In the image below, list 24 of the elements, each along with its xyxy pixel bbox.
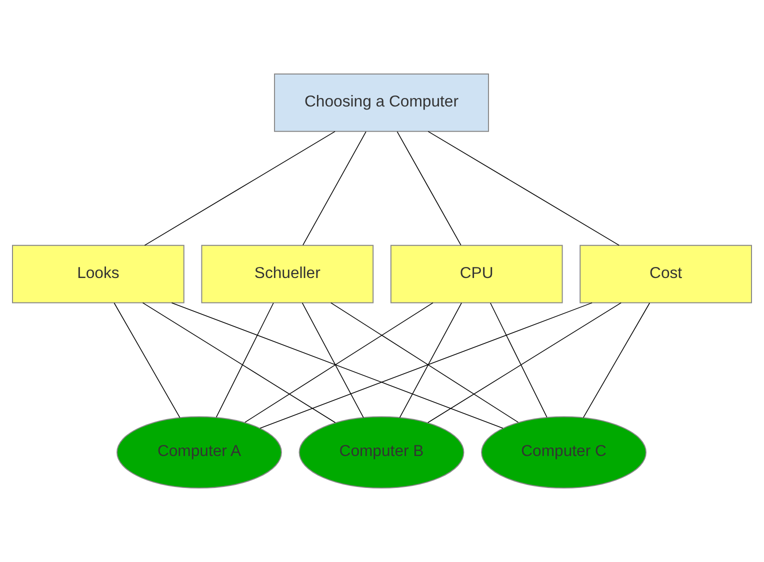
connector [244,302,434,423]
node-box: Looks [12,244,184,304]
connector [399,302,462,418]
connector [490,302,548,418]
node-box: Choosing a Computer [274,73,489,132]
connector [302,131,366,246]
node-ellipse: Computer B [298,416,464,489]
node-box: CPU [390,244,563,304]
node-box: Schueller [201,244,374,304]
node-box: Cost [580,244,752,304]
connector [396,131,462,246]
connector [302,302,364,418]
connector [216,302,274,418]
connector [114,302,180,418]
connector [428,131,620,246]
connector [260,302,592,429]
connector [427,302,622,424]
connector [142,302,336,424]
connector [144,131,336,246]
connector [171,302,504,429]
node-ellipse: Computer C [481,416,646,489]
connector [582,302,650,418]
node-ellipse: Computer A [116,416,282,489]
connector [330,302,519,423]
